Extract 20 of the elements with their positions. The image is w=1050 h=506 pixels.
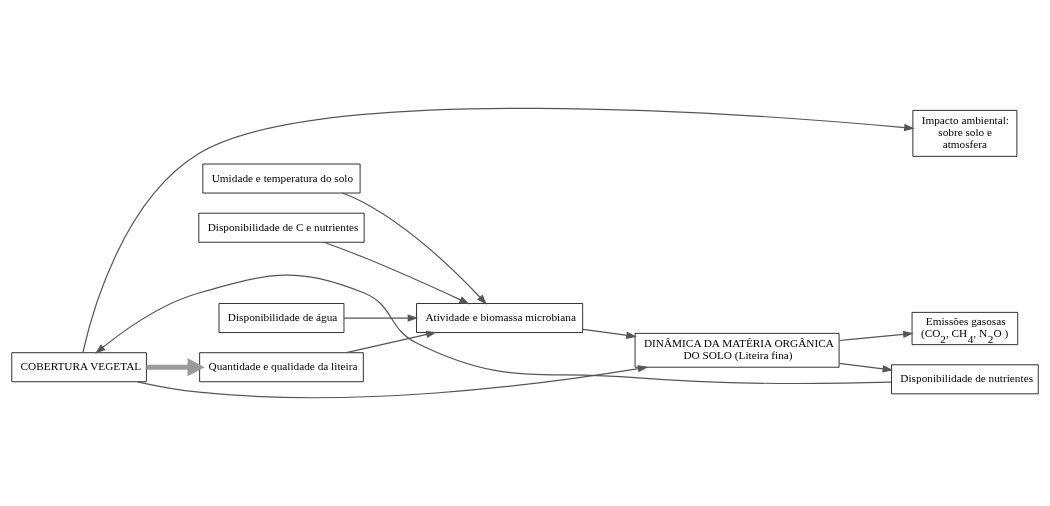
node-box: Atividade e biomassa microbiana <box>416 303 584 333</box>
arrow <box>323 241 470 305</box>
node-box: DINÂMICA DA MATÉRIA ORGÂNICA DO SOLO (Liteira fina) <box>634 332 840 368</box>
node-box: Disponibilidade de água <box>218 303 345 333</box>
arrow <box>838 330 914 342</box>
node-box: Disponibilidade de C e nutrientes <box>198 212 365 243</box>
node-box: COBERTURA VEGETAL <box>11 352 147 383</box>
arrow <box>82 107 915 354</box>
node-box: Umidade e temperatura do solo <box>202 163 361 194</box>
arrow <box>341 192 487 305</box>
node-box: Impacto ambiental: sobre solo e atmosfera <box>912 110 1018 157</box>
arrow <box>343 314 419 322</box>
arrow <box>345 330 437 354</box>
node-box: Disponibilidade de nutrientes <box>891 364 1039 395</box>
arrow <box>95 274 892 385</box>
arrow <box>146 358 205 377</box>
node-box: Quantidade e qualidade da liteira <box>199 352 364 383</box>
arrow <box>838 362 894 373</box>
arrow <box>582 328 637 339</box>
arrow <box>136 365 649 399</box>
